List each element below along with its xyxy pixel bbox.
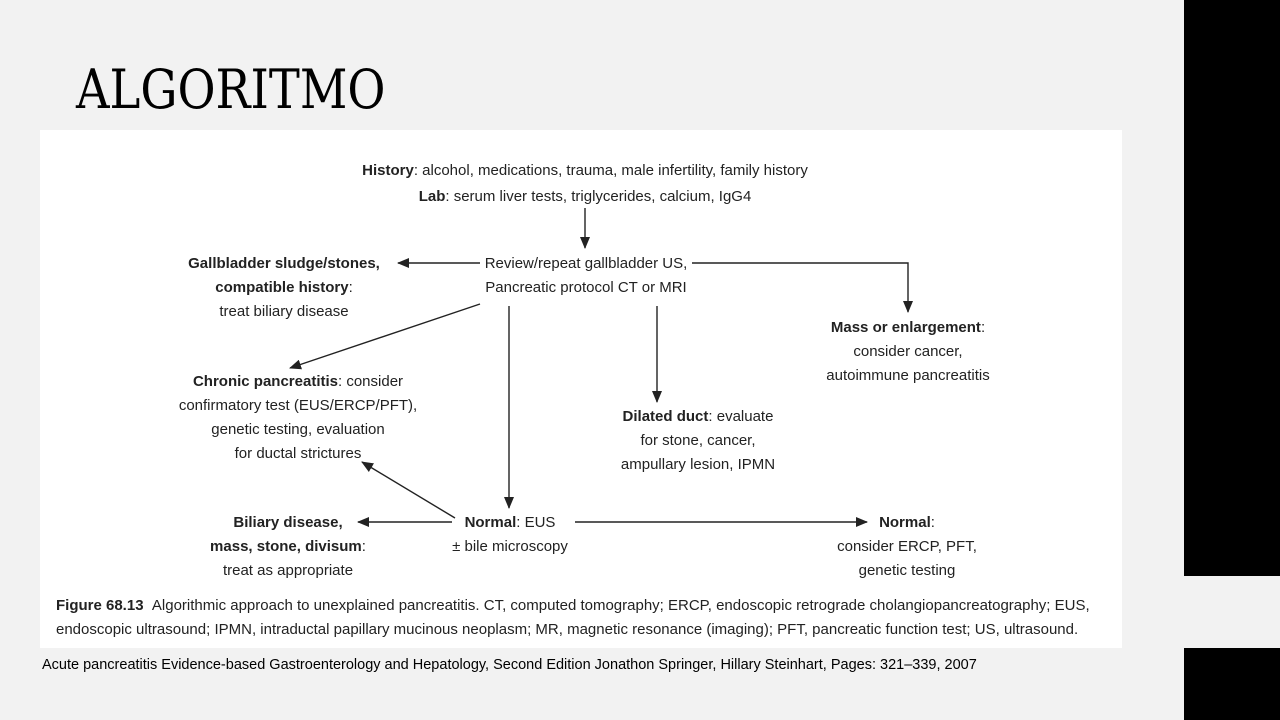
arrow-review-to-mass	[692, 262, 913, 313]
figure-caption: Figure 68.13 Algorithmic approach to une…	[56, 597, 1090, 638]
lab-node: Lab: serum liver tests, triglycerides, c…	[418, 188, 752, 205]
side-bar-bottom	[1184, 648, 1280, 720]
arrow-review-to-chronic	[289, 303, 481, 370]
normal-final-node: Normal: consider ERCP, PFT, genetic test…	[837, 514, 977, 579]
review-node: Review/repeat gallbladder US, Pancreatic…	[484, 255, 688, 296]
side-bar-middle	[1184, 576, 1280, 648]
biliary-node: Biliary disease, mass, stone, divisum: t…	[210, 514, 366, 579]
slide-citation: Acute pancreatitis Evidence-based Gastro…	[42, 657, 977, 673]
chronic-node: Chronic pancreatitis: consider confirmat…	[178, 373, 418, 462]
side-bar-top	[1184, 0, 1280, 576]
flowchart-arrows	[289, 208, 913, 527]
dilated-node: Dilated duct: evaluate for stone, cancer…	[620, 408, 776, 473]
gallbladder-node: Gallbladder sludge/stones, compatible hi…	[188, 255, 380, 320]
flowchart-figure: History: alcohol, medications, trauma, m…	[40, 130, 1122, 648]
arrow-normal-to-chronic	[361, 461, 456, 519]
normal-eus-node: Normal: EUS ± bile microscopy	[452, 514, 568, 555]
history-node: History: alcohol, medications, trauma, m…	[362, 162, 808, 179]
slide-title: ALGORITMO	[76, 58, 386, 121]
mass-node: Mass or enlargement: consider cancer, au…	[826, 319, 990, 384]
